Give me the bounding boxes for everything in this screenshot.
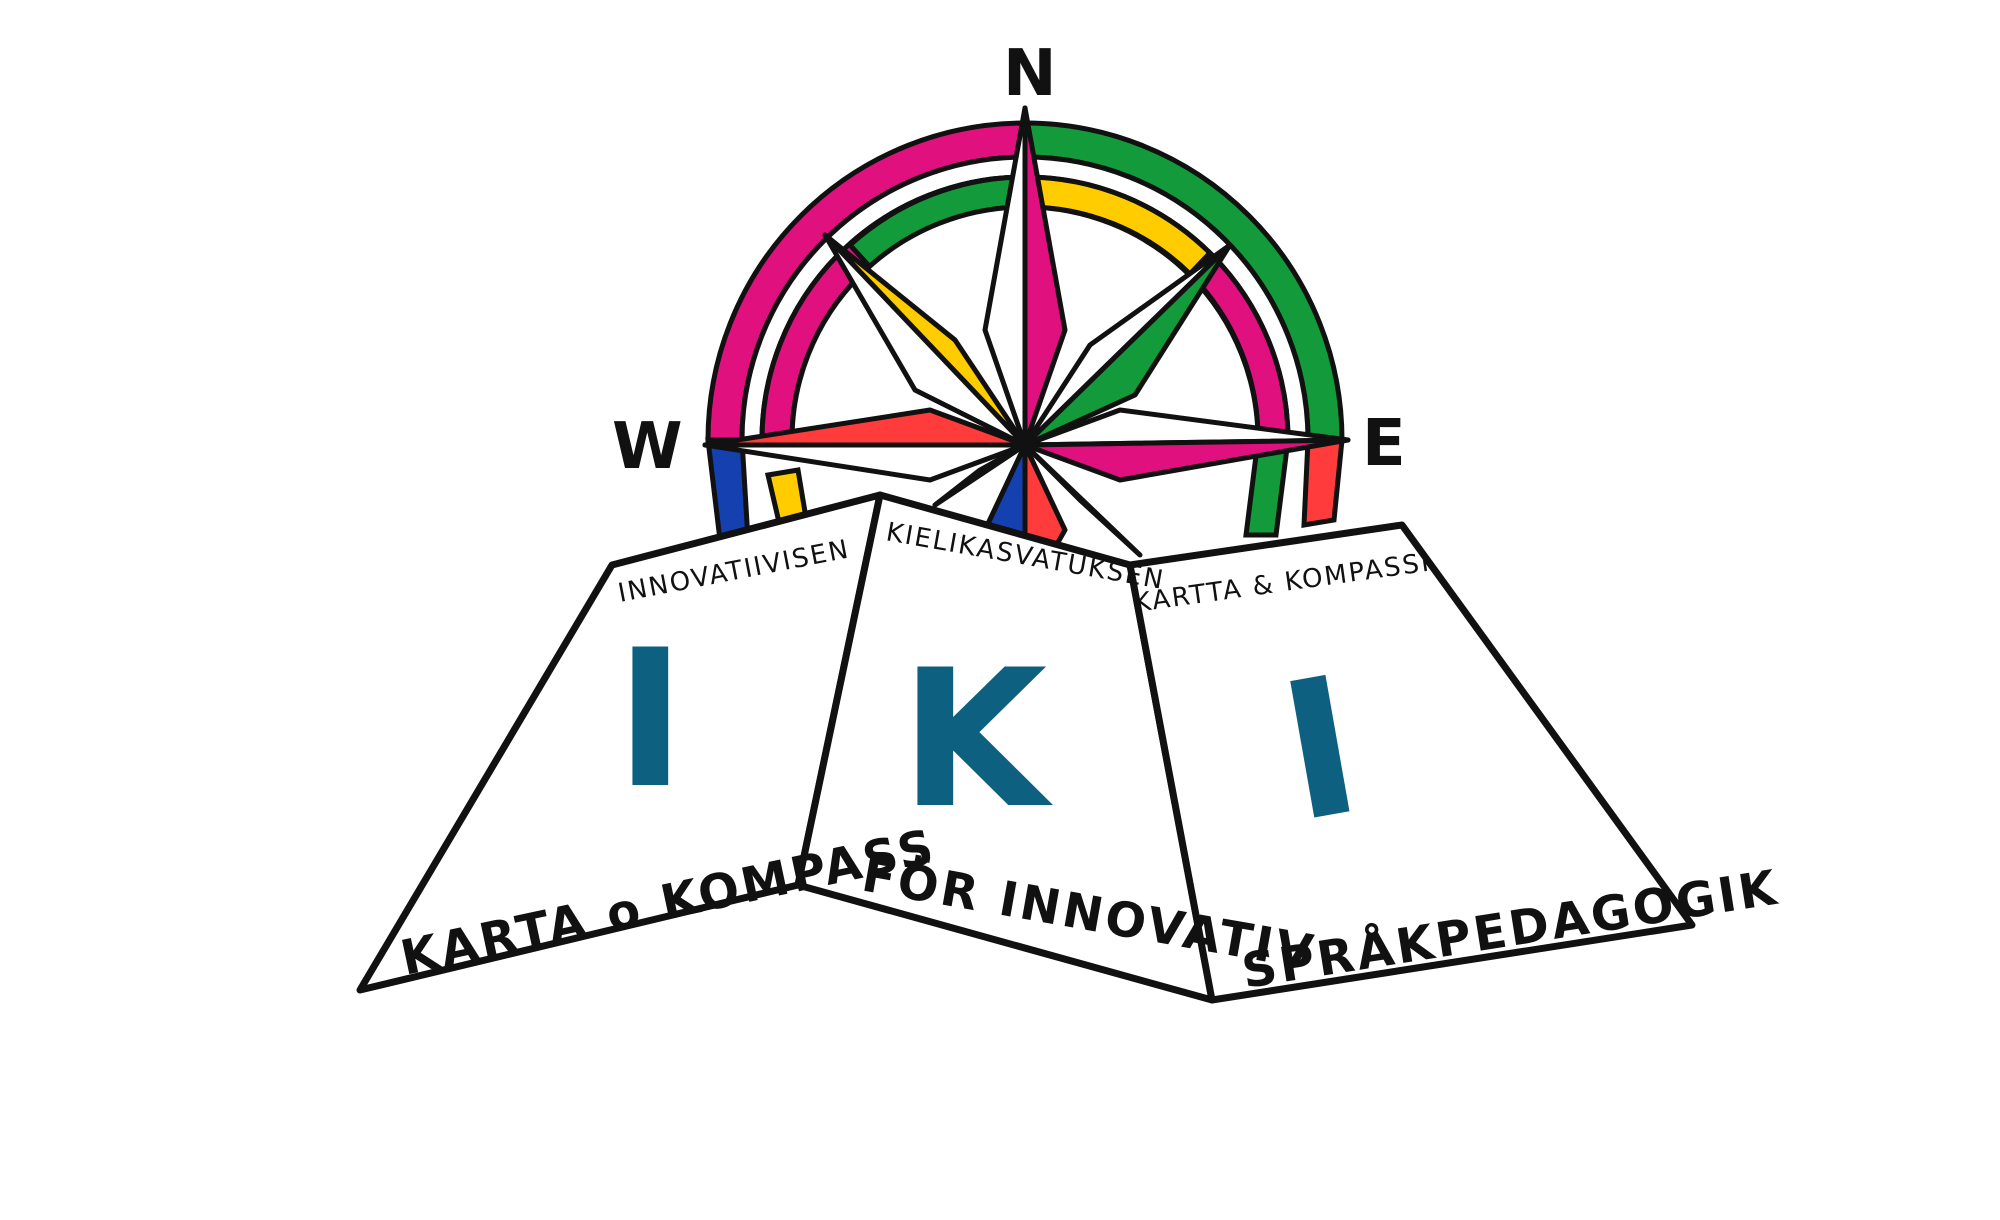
star-nw-bottom <box>822 232 1028 448</box>
left-blue-stub <box>705 437 751 543</box>
compass-north-label: N <box>1003 37 1057 111</box>
middle-panel-letter: K <box>900 629 1053 850</box>
star-sw <box>932 442 1028 508</box>
star-east-bottom <box>1022 437 1351 483</box>
star-se <box>1022 442 1143 558</box>
star-ne-bottom <box>1022 242 1233 448</box>
star-north-right <box>1022 105 1068 448</box>
folded-map <box>356 491 1696 1004</box>
star-west-bottom <box>702 442 1028 483</box>
left-panel-letter: I <box>615 609 686 830</box>
right-red-stub <box>1301 437 1345 528</box>
map-panel-right <box>1126 521 1696 1004</box>
compass-east-label: E <box>1362 407 1406 481</box>
compass-west-label: W <box>612 410 683 484</box>
